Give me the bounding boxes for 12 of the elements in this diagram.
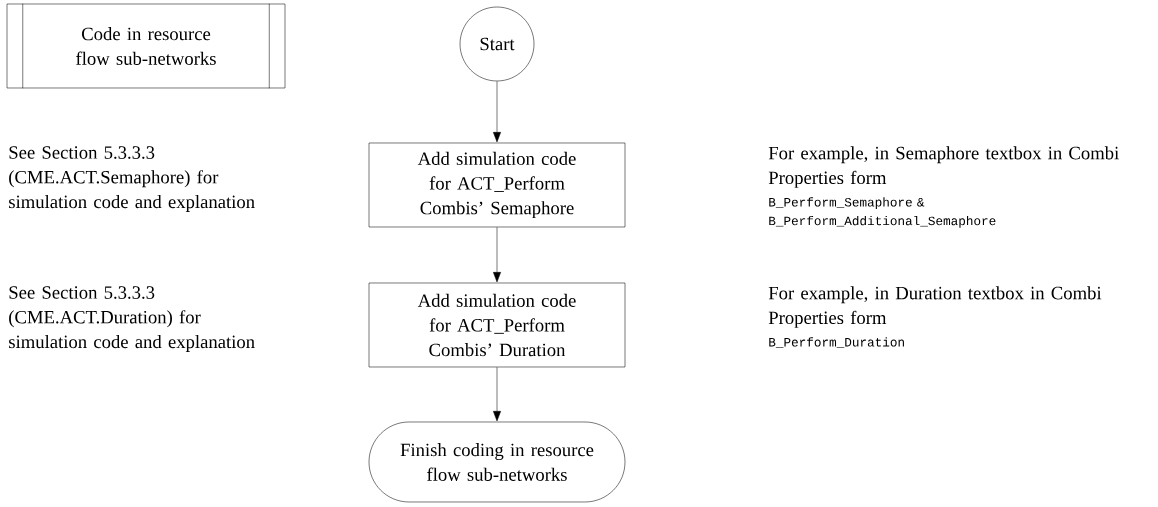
arrow [493,367,501,422]
arrow [493,81,501,143]
process-box: Add simulation code for ACT_Perform Combis’ Semaphore [368,142,626,228]
note-text: See Section 5.3.3.3 (CME.ACT.Semaphore) for simulation code and explanation [9,146,255,212]
code-text: B_Perform_Semaphore & B_Perform_Additional_Semaphore [769,197,996,228]
predefined-process-box: Code in resource flow sub-networks [6,3,286,89]
code-text: B_Perform_Duration [769,337,904,348]
note-text: For example, in Duration textbox in Combi Properties form [768,286,1102,328]
note-text: See Section 5.3.3.3 (CME.ACT.Duration) for simulation code and explanation [9,286,255,352]
process-box: Add simulation code for ACT_Perform Combis’ Duration [368,282,626,368]
note-text: For example, in Semaphore textbox in Combi Properties form [768,146,1119,188]
arrow [493,227,501,283]
